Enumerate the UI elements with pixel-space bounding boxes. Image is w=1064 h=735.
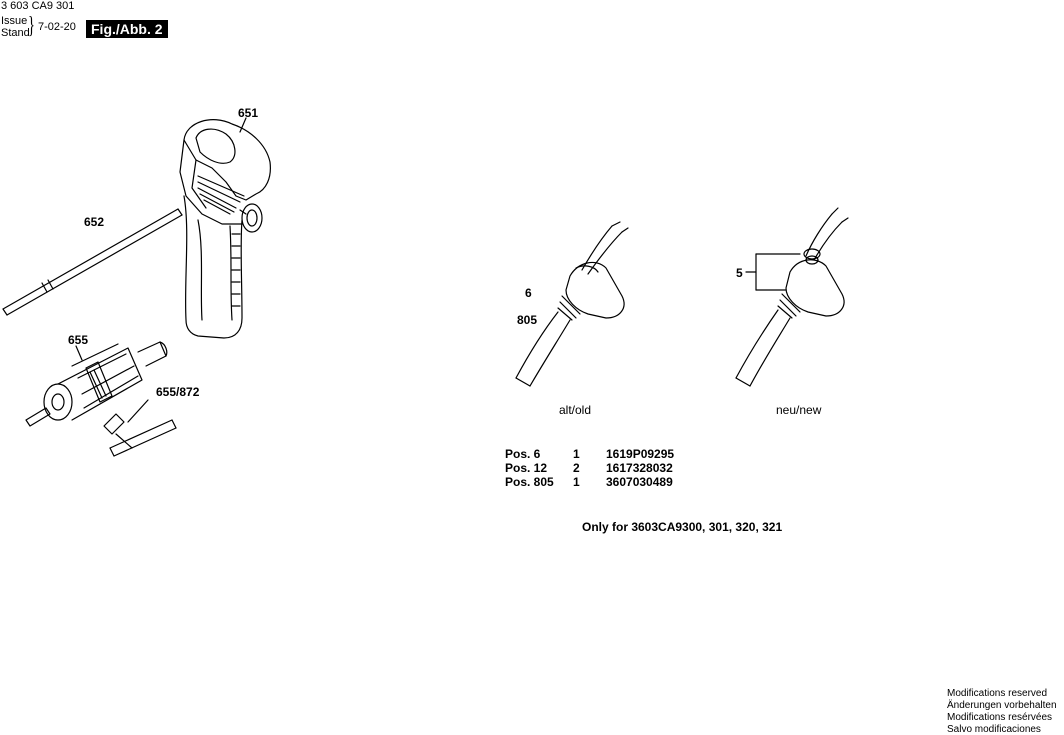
brace-mark: } [28, 13, 35, 39]
drill-chuck-drawing [25, 341, 177, 457]
figure-label: Fig./Abb. 2 [86, 20, 168, 38]
variant-old-caption: alt/old [559, 403, 592, 417]
cable-entry-new-drawing [735, 207, 849, 387]
callout-651: 651 [238, 106, 259, 120]
part-quantity: 1 [573, 447, 580, 461]
cable-entry-old-drawing [515, 221, 629, 387]
part-quantity: 1 [573, 475, 580, 489]
part-number: 1617328032 [606, 461, 673, 475]
part-position: Pos. 12 [505, 461, 548, 475]
parts-row: Pos. 805 1 3607030489 [505, 475, 674, 489]
auxiliary-handle-drawing [179, 117, 271, 339]
document-number: 3 603 CA9 301 [1, 0, 75, 12]
part-number: 1619P09295 [606, 447, 675, 461]
part-quantity: 2 [573, 461, 580, 475]
parts-table: Pos. 6 1 1619P09295 Pos. 12 2 1617328032… [505, 447, 674, 489]
callout-5-bracket [745, 253, 801, 291]
callout-805: 805 [517, 313, 538, 327]
callout-5: 5 [736, 266, 743, 280]
part-position: Pos. 6 [505, 447, 541, 461]
depth-stop-rod-drawing [2, 208, 183, 316]
footer-line-en: Modifications reserved [947, 688, 1048, 699]
variant-new-caption: neu/new [776, 403, 822, 417]
part-number: 3607030489 [606, 475, 673, 489]
callout-6: 6 [525, 286, 532, 300]
stand-label: Stand [1, 27, 30, 39]
callout-655-872: 655/872 [156, 385, 200, 399]
footer-line-de: Änderungen vorbehalten [947, 700, 1057, 711]
callout-652: 652 [84, 215, 105, 229]
footer-line-fr: Modifications resérvées [947, 712, 1053, 723]
issue-date: 7-02-20 [38, 21, 76, 33]
callout-655: 655 [68, 333, 89, 347]
parts-row: Pos. 12 2 1617328032 [505, 461, 674, 475]
issue-label: Issue [1, 15, 28, 27]
applicability-note: Only for 3603CA9300, 301, 320, 321 [582, 520, 783, 534]
part-position: Pos. 805 [505, 475, 554, 489]
footer-line-es: Salvo modificaciones [947, 724, 1041, 735]
parts-row: Pos. 6 1 1619P09295 [505, 447, 674, 461]
